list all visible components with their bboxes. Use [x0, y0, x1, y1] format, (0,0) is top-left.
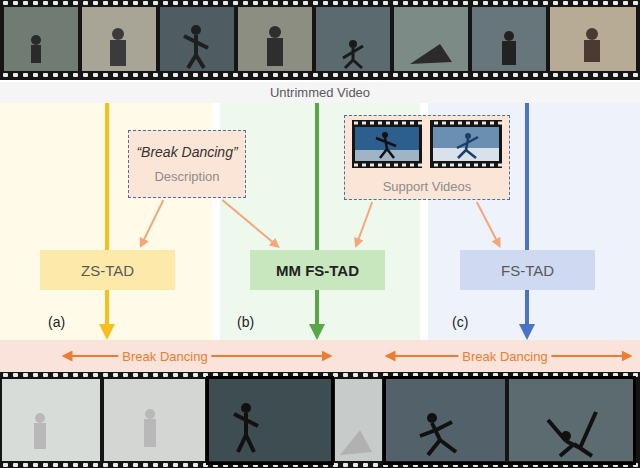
flow-arrow [105, 103, 109, 250]
node-label: Untrimmed Video [270, 85, 370, 100]
person-figure [504, 31, 514, 41]
panel-letter: (b) [237, 314, 254, 330]
sprocket-row [0, 72, 640, 78]
film-strip [0, 0, 640, 80]
node-label: ZS-TAD [81, 262, 134, 279]
dancer-figure [191, 25, 201, 35]
node-label: Support Videos [383, 179, 472, 194]
dancer-figure [343, 46, 363, 68]
dancer-figure [241, 403, 251, 413]
video-frame [472, 7, 546, 71]
node-label: FS-TAD [501, 262, 554, 279]
support-video-thumbnails [352, 120, 502, 168]
node-label: “Break Dancing” [136, 144, 237, 160]
video-frame [209, 379, 331, 461]
video-frame [2, 379, 100, 461]
faded-frame-overlay [2, 379, 100, 461]
sprocket-row [430, 120, 502, 126]
panel-letter: (c) [452, 314, 468, 330]
support-box: Support Videos [344, 115, 510, 200]
sprocket-row [0, 0, 640, 6]
video-frame [4, 7, 78, 71]
person-figure [584, 40, 600, 62]
sprocket-row [352, 162, 422, 168]
input-band: Untrimmed Video [0, 82, 640, 103]
film-strip [0, 372, 640, 468]
dancer-figure [184, 35, 208, 68]
video-frame [394, 7, 468, 71]
flow-arrow [105, 290, 109, 332]
result-band-ground [0, 340, 640, 372]
dancer-figure [465, 133, 471, 139]
description-box: “Break Dancing” Description [128, 130, 246, 198]
dancer-figure [234, 413, 258, 452]
dancer-figure [376, 138, 396, 158]
video-frame [355, 127, 419, 161]
detected-segment-outline [208, 378, 333, 464]
video-frame [335, 379, 382, 461]
input-arrow [477, 202, 498, 244]
dancer-figure [349, 40, 357, 48]
person-figure [267, 38, 283, 66]
person-figure [502, 41, 516, 65]
video-frame [82, 7, 156, 71]
method-box: FS-TAD [460, 250, 595, 290]
flow-arrow [315, 290, 319, 332]
faded-frame-overlay [104, 379, 205, 461]
text-holder: Break Dancing [458, 347, 551, 365]
video-frame [433, 127, 499, 161]
column-ground [220, 103, 420, 340]
node-label: MM FS-TAD [276, 262, 359, 279]
video-frame [238, 7, 312, 71]
dancer-figure [382, 132, 388, 138]
text-holder: (a) [48, 313, 65, 331]
video-frame [386, 379, 505, 461]
video-frame [509, 379, 633, 461]
segment-label: Break Dancing [458, 349, 551, 364]
video-frame [550, 7, 636, 71]
segment-label: Break Dancing [118, 349, 211, 364]
method-box: MM FS-TAD [250, 250, 385, 290]
video-frame [160, 7, 234, 71]
person-figure [110, 40, 126, 66]
flow-arrow [525, 290, 529, 332]
person-figure [586, 28, 598, 40]
dancer-figure [410, 44, 452, 64]
video-frame-floor [355, 150, 419, 161]
faded-frame-overlay [335, 379, 382, 461]
flow-arrow [315, 103, 319, 250]
input-arrow [357, 202, 372, 243]
text-holder: (b) [237, 313, 254, 331]
method-box: ZS-TAD [40, 250, 175, 290]
column-ground [428, 103, 640, 340]
detected-segment-outline [385, 378, 635, 464]
input-arrow [222, 200, 275, 245]
sprocket-row [430, 162, 502, 168]
node-caption: Description [154, 169, 219, 184]
film-base [352, 120, 422, 168]
input-arrow [142, 200, 163, 244]
film-base [430, 120, 502, 168]
film-base [0, 0, 640, 80]
dancer-figure [457, 137, 478, 158]
dancer-figure [420, 422, 456, 455]
dancer-figure [427, 413, 437, 423]
panel-letter: (a) [48, 314, 65, 330]
result-band: Break Dancing Break Dancing [0, 340, 640, 372]
flow-arrow [525, 103, 529, 250]
video-frame [316, 7, 390, 71]
video-frame [104, 379, 205, 461]
text-holder: Break Dancing [118, 347, 211, 365]
person-figure [269, 26, 281, 38]
film-base [0, 372, 640, 468]
dancer-figure [548, 412, 596, 456]
text-holder: (c) [452, 313, 468, 331]
sprocket-row [352, 120, 422, 126]
person-figure [112, 28, 124, 40]
person-figure [31, 45, 41, 63]
person-figure [31, 35, 41, 45]
